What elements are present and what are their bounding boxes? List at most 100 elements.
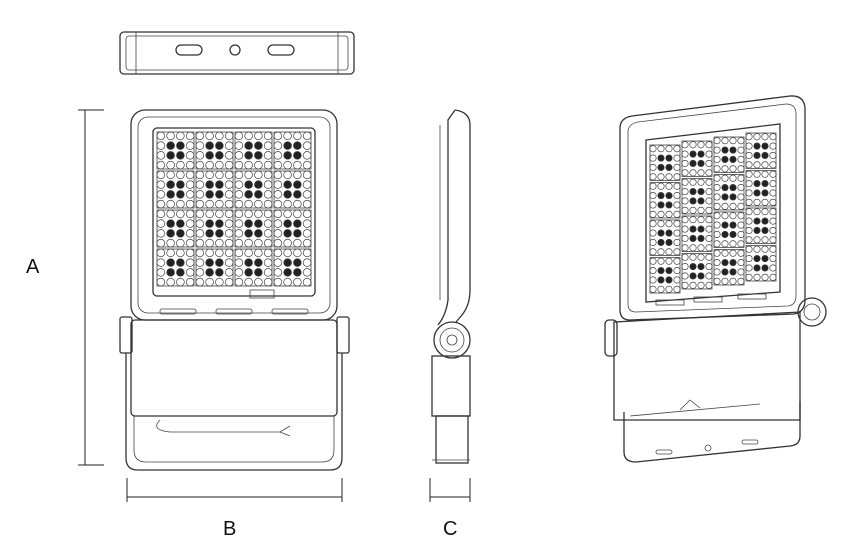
led-lens <box>185 170 195 180</box>
led-lens <box>254 180 263 189</box>
led-lens <box>166 131 175 141</box>
led-lens <box>302 229 312 238</box>
led-lens <box>215 199 224 209</box>
led-lens <box>254 141 263 150</box>
led-lens <box>737 165 745 173</box>
led-lens <box>302 190 312 199</box>
led-lens <box>681 225 689 233</box>
led-lens <box>244 170 253 180</box>
led-lens <box>673 201 681 209</box>
led-lens <box>244 141 253 150</box>
led-lens <box>697 216 705 224</box>
led-lens <box>649 238 657 246</box>
led-lens <box>234 131 244 141</box>
led-lens <box>156 248 166 258</box>
led-lens <box>195 248 205 258</box>
led-lens <box>283 190 292 199</box>
led-lens <box>254 209 263 219</box>
led-lens <box>234 268 244 277</box>
led-lens <box>753 236 761 244</box>
led-lens <box>185 268 195 277</box>
led-lens <box>156 258 166 267</box>
led-lens <box>293 258 302 267</box>
led-lens <box>273 229 283 238</box>
led-lens <box>649 267 657 275</box>
led-lens <box>705 216 713 224</box>
led-lens <box>713 240 721 248</box>
led-lens <box>215 248 224 258</box>
led-lens <box>283 160 292 170</box>
led-lens <box>745 142 753 150</box>
led-lens <box>745 180 753 188</box>
led-lens <box>745 245 753 253</box>
led-module <box>234 131 273 170</box>
led-lens <box>689 206 697 214</box>
led-lens <box>234 190 244 199</box>
led-lens <box>273 277 283 287</box>
led-lens <box>681 272 689 280</box>
led-lens <box>681 244 689 252</box>
led-lens <box>753 226 761 234</box>
led-lens <box>769 236 777 244</box>
led-lens <box>273 209 283 219</box>
led-lens <box>224 199 234 209</box>
led-lens <box>283 170 292 180</box>
led-lens <box>156 209 166 219</box>
led-lens <box>721 240 729 248</box>
led-lens <box>665 229 673 237</box>
led-module <box>195 131 234 170</box>
dimension-a <box>78 109 104 466</box>
led-lens <box>166 151 175 160</box>
led-lens <box>273 219 283 228</box>
led-lens <box>156 199 166 209</box>
led-lens <box>657 229 665 237</box>
led-lens <box>657 182 665 190</box>
led-lens <box>244 238 253 248</box>
led-lens <box>273 170 283 180</box>
led-lens <box>293 160 302 170</box>
led-lens <box>293 151 302 160</box>
led-lens <box>156 180 166 189</box>
led-lens <box>244 190 253 199</box>
led-lens <box>665 163 673 171</box>
led-lens <box>263 229 273 238</box>
led-lens <box>737 184 745 192</box>
led-lens <box>697 281 705 289</box>
dimension-b <box>126 478 343 502</box>
led-lens <box>737 193 745 201</box>
led-lens <box>769 208 777 216</box>
led-lens <box>293 268 302 277</box>
led-lens <box>673 229 681 237</box>
led-lens <box>713 155 721 163</box>
led-lens <box>234 229 244 238</box>
led-lens <box>649 182 657 190</box>
led-lens <box>215 151 224 160</box>
led-lens <box>234 248 244 258</box>
led-lens <box>205 131 214 141</box>
led-lens <box>215 219 224 228</box>
led-grid-perspective <box>649 132 777 294</box>
led-lens <box>737 137 745 145</box>
led-lens <box>244 180 253 189</box>
led-lens <box>689 216 697 224</box>
led-lens <box>713 165 721 173</box>
led-lens <box>657 238 665 246</box>
led-lens <box>673 267 681 275</box>
led-module <box>273 170 312 209</box>
led-lens <box>166 190 175 199</box>
led-lens <box>705 225 713 233</box>
led-lens <box>234 141 244 150</box>
led-lens <box>224 141 234 150</box>
led-lens <box>753 189 761 197</box>
led-lens <box>283 180 292 189</box>
led-lens <box>681 188 689 196</box>
led-module <box>745 245 777 282</box>
led-lens <box>729 174 737 182</box>
led-lens <box>713 268 721 276</box>
led-lens <box>156 170 166 180</box>
led-lens <box>649 173 657 181</box>
led-module <box>745 132 777 169</box>
led-lens <box>293 229 302 238</box>
led-lens <box>721 146 729 154</box>
led-lens <box>721 202 729 210</box>
